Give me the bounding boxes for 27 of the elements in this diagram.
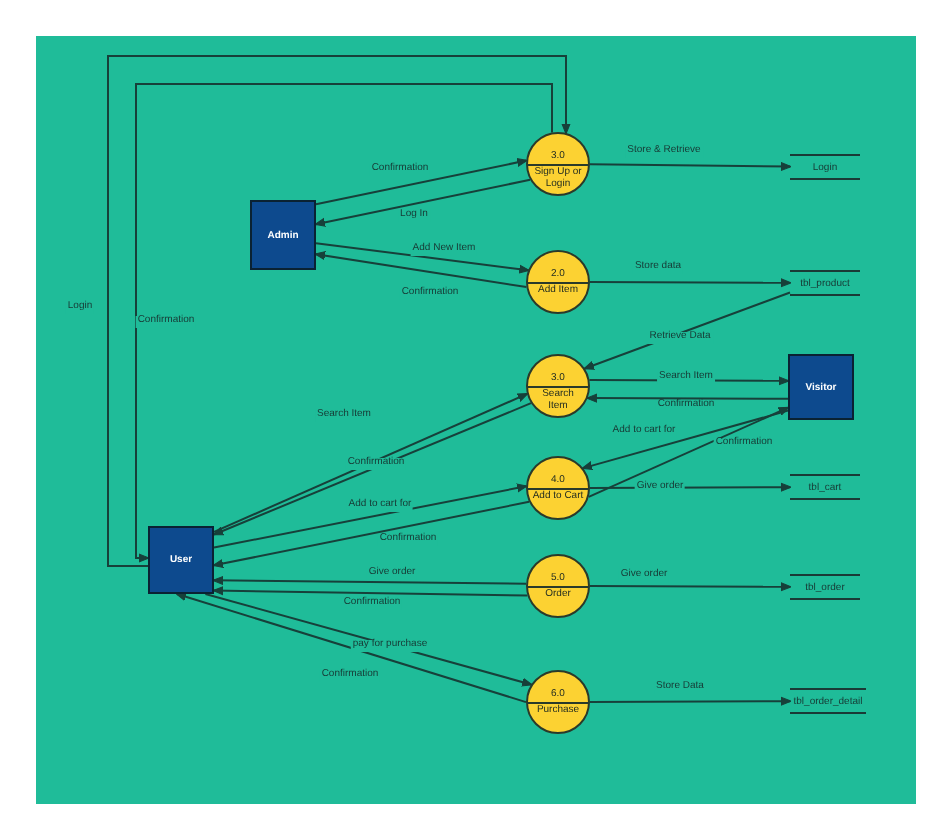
arrow (135, 83, 553, 563)
arrow (587, 406, 790, 498)
entity-box (250, 200, 316, 270)
data-store (790, 154, 860, 180)
data-store (790, 574, 860, 600)
arrow (315, 158, 528, 206)
arrow (175, 592, 527, 704)
arrow (212, 586, 529, 597)
arrow (315, 242, 530, 274)
arrow (581, 409, 789, 470)
arrow (204, 593, 533, 687)
entity-box (148, 526, 214, 594)
arrow (314, 251, 528, 289)
arrow (589, 582, 792, 592)
arrow (107, 55, 571, 567)
arrow (213, 483, 528, 549)
arrow (589, 162, 792, 171)
arrow (314, 178, 532, 227)
arrow (212, 500, 531, 568)
arrow (212, 575, 528, 585)
data-store (790, 270, 860, 296)
arrow (589, 696, 792, 706)
arrow (589, 278, 792, 288)
entity-box (788, 354, 854, 420)
arrow (586, 393, 789, 403)
data-store (790, 474, 860, 500)
data-store (790, 688, 866, 714)
